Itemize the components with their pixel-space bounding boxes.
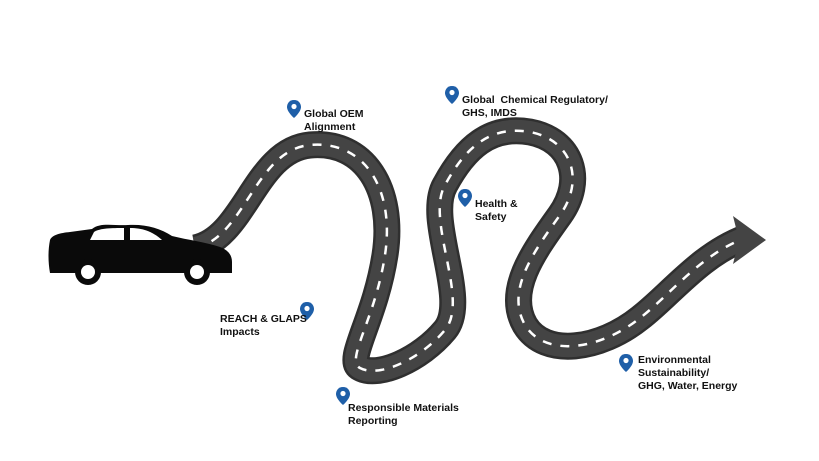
milestone-line: Health & (475, 198, 518, 210)
milestone-line: Global OEM (304, 108, 364, 120)
lane-marking (194, 129, 746, 373)
milestone-global-oem: Global OEM Alignment (304, 108, 364, 134)
map-pin-icon (445, 86, 459, 104)
milestone-line: REACH & GLAPS (220, 313, 307, 325)
arrow-head-icon (733, 216, 766, 264)
milestone-responsible-materials: Responsible Materials Reporting (348, 402, 459, 428)
milestone-global-chemical: Global Chemical Regulatory/ GHS, IMDS (462, 94, 608, 120)
milestone-line: Responsible Materials (348, 402, 459, 414)
winding-road (190, 117, 766, 385)
milestone-line: Safety (475, 211, 507, 223)
milestone-line: GHG, Water, Energy (638, 380, 738, 392)
milestone-line: Sustainability/ (638, 367, 710, 379)
milestone-line: Impacts (220, 326, 260, 338)
milestone-environmental: Environmental Sustainability/ GHG, Water… (638, 354, 737, 393)
milestone-line: GHS, IMDS (462, 107, 517, 119)
milestone-line: Reporting (348, 415, 398, 427)
milestone-line: Alignment (304, 121, 356, 133)
map-pin-icon (619, 354, 633, 372)
milestone-health-safety: Health & Safety (475, 198, 518, 224)
milestone-line: Global Chemical Regulatory/ (462, 94, 608, 106)
map-pin-icon (287, 100, 301, 118)
car-icon (48, 224, 232, 285)
milestone-line: Environmental (638, 354, 711, 366)
map-pin-icon (458, 189, 472, 207)
milestone-reach-glaps: REACH & GLAPS Impacts (220, 313, 307, 339)
